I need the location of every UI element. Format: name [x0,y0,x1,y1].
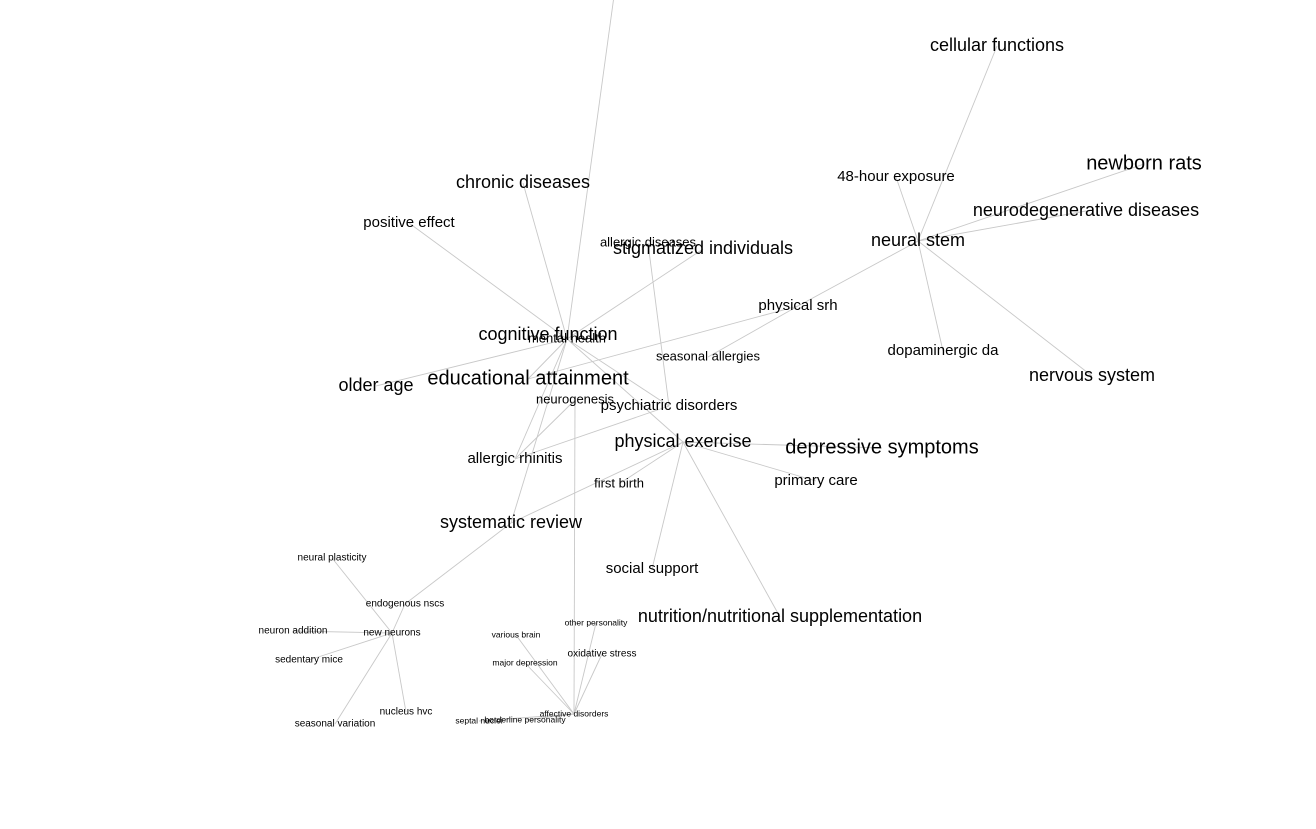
node-mental-health[interactable]: mental health [528,330,606,345]
node-allergic-rhinitis[interactable]: allergic rhinitis [467,450,562,467]
node-psychiatric-disorders[interactable]: psychiatric disorders [601,397,738,414]
node-sedentary-mice[interactable]: sedentary mice [275,655,343,666]
edge-physical_exercise-first_birth [618,441,684,485]
edge-mental_health-psychiatric_disorders [566,338,670,407]
edge-affective_disorders-major_depression [524,662,575,715]
edge-systematic_review-endogenous_nscs [404,522,512,605]
edge-neural_stem-neurodegenerative_diseases [917,210,1087,242]
node-affective-disorders[interactable]: affective disorders [540,708,609,718]
node-seasonal-variation[interactable]: seasonal variation [295,719,376,730]
edge-affective_disorders-septal_nuclei [478,713,575,722]
node-physical-exercise[interactable]: physical exercise [614,431,751,451]
node-chronic-diseases[interactable]: chronic diseases [456,172,590,192]
edge-physical_exercise-primary_care [682,441,817,482]
node-cognitive-function[interactable]: cognitive function [478,324,617,344]
node-neurogenesis[interactable]: neurogenesis [536,391,615,406]
node-septal-nuclei[interactable]: septal nuclei [455,715,502,725]
edge-seasonal_variation-new_neurons [334,632,393,725]
edge-physical_exercise-depressive_symptoms [682,441,883,449]
edge-endogenous_nscs-new_neurons [391,603,406,634]
edge-seasonal_allergies-physical_srh [707,305,799,358]
edge-neuron_addition-new_neurons [292,630,393,634]
node-neuron-addition[interactable]: neuron addition [259,626,328,637]
edge-affective_disorders-oxidative_stress [573,653,603,715]
node-cellular-functions[interactable]: cellular functions [930,35,1064,55]
node-seasonal-allergies[interactable]: seasonal allergies [656,348,761,363]
node-major-depression[interactable]: major depression [492,657,557,667]
node-stigmatized-individuals[interactable]: stigmatized individuals [613,238,793,258]
node-first-birth[interactable]: first birth [594,475,644,490]
edge-physical_exercise-social_support [651,441,684,570]
node-physical-srh[interactable]: physical srh [758,297,837,314]
edge-mental_health-systematic_review [510,338,568,524]
edge-neural_stem-physical_srh [797,240,919,307]
node-various-brain[interactable]: various brain [492,629,541,639]
node-borderline-personality[interactable]: borderline personality [484,714,566,724]
edge-mental_health-chronic_diseases [522,182,568,340]
node-social-support[interactable]: social support [606,560,699,577]
edge-neural_stem-newborn_rats [917,163,1145,242]
edge-neural_stem-exposure_48h [895,176,919,242]
node-older-age[interactable]: older age [338,375,413,395]
edge-neural_stem-dopaminergic_da [917,240,944,352]
node-systematic-review[interactable]: systematic review [440,512,583,532]
node-primary-care[interactable]: primary care [774,472,857,489]
edge-allergic_diseases-psychiatric_disorders [647,242,670,407]
node-depressive-symptoms[interactable]: depressive symptoms [785,436,978,458]
edge-affective_disorders-various_brain [515,634,575,715]
node-other-personality[interactable]: other personality [565,617,629,627]
edge-affective_disorders-other_personality [573,622,597,715]
edge-mental_health-educational_attainment [527,338,568,380]
edge-layer [292,0,1145,725]
node-oxidative-stress[interactable]: oxidative stress [568,649,637,660]
node-new-neurons[interactable]: new neurons [363,628,420,639]
edge-neurogenesis-allergic_rhinitis [514,399,576,460]
node-endogenous-nscs[interactable]: endogenous nscs [366,599,444,610]
node-newborn-rats[interactable]: newborn rats [1086,152,1202,174]
node-nucleus-hvc[interactable]: nucleus hvc [380,707,433,718]
edge-nucleus_hvc-new_neurons [391,632,407,713]
edge-physical_srh-educational_attainment [527,305,799,380]
edge-mental_health-stigmatized_individuals [566,248,704,340]
node-neurodegenerative-diseases[interactable]: neurodegenerative diseases [973,200,1199,220]
node-nutrition-supplementation[interactable]: nutrition/nutritional supplementation [638,606,922,626]
edge-physical_exercise-systematic_review [510,441,684,524]
edge-mental_health-top_offscreen [566,0,614,340]
edge-mental_health-allergic_rhinitis [514,338,568,460]
edge-neural_stem-cellular_functions [917,45,998,242]
node-nervous-system[interactable]: nervous system [1029,365,1155,385]
edge-physical_exercise-nutrition_supplementation [682,441,781,618]
edge-neural_plasticity-new_neurons [331,557,393,634]
node-educational-attainment[interactable]: educational attainment [427,367,629,389]
edge-psychiatric_disorders-allergic_rhinitis [514,405,670,460]
node-positive-effect[interactable]: positive effect [363,214,455,231]
node-dopaminergic-da[interactable]: dopaminergic da [888,342,1000,359]
node-neural-stem[interactable]: neural stem [871,230,965,250]
node-allergic-diseases[interactable]: allergic diseases [600,234,697,249]
node-neural-plasticity[interactable]: neural plasticity [298,553,367,564]
edge-sedentary_mice-new_neurons [308,632,393,661]
node-exposure-48h[interactable]: 48-hour exposure [837,168,955,185]
label-layer: cellular functions newborn rats 48-hour ex… [259,35,1202,730]
edge-mental_health-physical_exercise [566,338,684,443]
edge-mental_health-older_age [375,338,568,387]
edge-neurogenesis-affective_disorders [573,399,576,715]
edge-neural_stem-nervous_system [917,240,1093,377]
edge-mental_health-positive_effect [408,222,568,340]
